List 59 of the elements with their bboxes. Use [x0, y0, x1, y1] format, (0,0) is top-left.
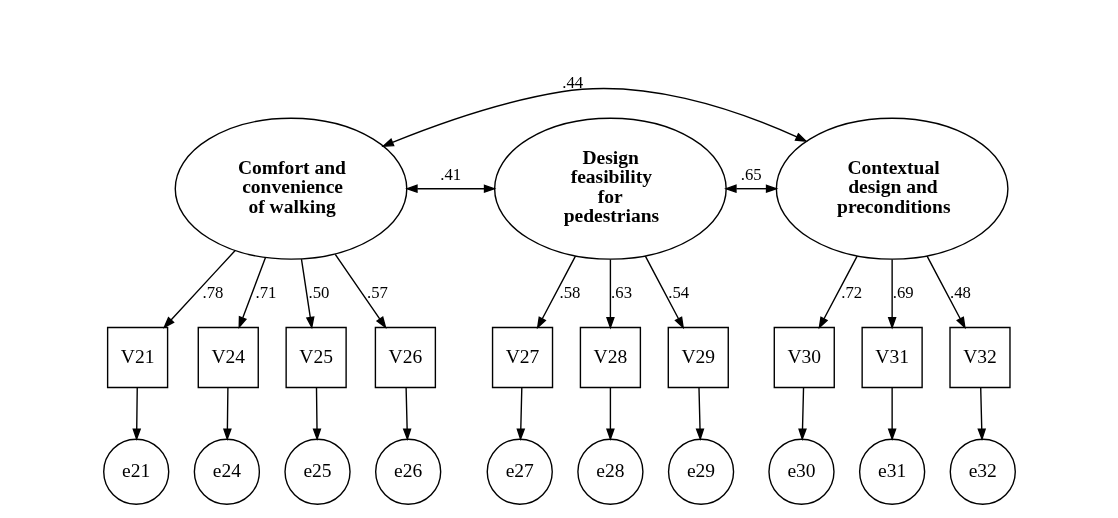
edge-label: .65: [740, 164, 762, 184]
node-circle: e32: [949, 438, 1016, 505]
arrow: [222, 386, 232, 442]
edge-label: .78: [201, 282, 223, 302]
node-circle: e26: [374, 438, 441, 505]
arrow: [976, 386, 986, 442]
node-box: V24: [197, 326, 259, 389]
arrow: [723, 184, 778, 194]
arrow: [797, 386, 807, 442]
arrow: [131, 386, 141, 442]
node-box: V26: [374, 326, 436, 389]
node-ellipse: Comfort and convenience of walking: [174, 117, 407, 260]
edge-label: .63: [610, 282, 632, 302]
node-box: V32: [948, 326, 1011, 389]
arrow: [404, 184, 496, 194]
edge-label: .71: [254, 282, 276, 302]
arrow: [605, 386, 615, 442]
edge-label: .44: [561, 73, 583, 93]
arrow: [237, 256, 266, 330]
arrow: [402, 386, 412, 442]
edge-label: .69: [892, 282, 914, 302]
node-box: V29: [667, 326, 729, 389]
arrow: [695, 386, 704, 442]
arrow: [515, 386, 525, 442]
edge-label: .72: [840, 282, 862, 302]
edge-label: .57: [366, 282, 388, 302]
node-circle: e28: [576, 438, 644, 505]
node-box: V30: [773, 326, 835, 389]
node-circle: e27: [486, 438, 553, 505]
node-box: V31: [860, 326, 923, 389]
edge-label: .41: [439, 164, 461, 184]
arrow: [162, 249, 236, 329]
edge-label: .58: [559, 282, 580, 302]
node-circle: e21: [102, 438, 169, 505]
node-circle: e25: [283, 438, 351, 505]
arrow: [536, 255, 576, 330]
node-ellipse: Design feasibility for pedestrians: [493, 117, 727, 260]
arrow: [312, 386, 321, 442]
node-box: V28: [579, 326, 641, 389]
node-circle: e30: [767, 438, 835, 505]
arrow: [605, 258, 615, 330]
node-circle: e24: [193, 438, 260, 505]
node-box: V27: [491, 326, 553, 389]
node-box: V25: [284, 326, 347, 389]
edge-label: .54: [667, 282, 689, 302]
node-ellipse: Contextual design and preconditions: [775, 117, 1009, 260]
arrow: [380, 87, 808, 147]
arrow: [887, 258, 897, 330]
edge-label: .48: [949, 282, 971, 302]
arrow: [644, 255, 684, 330]
node-circle: e29: [667, 438, 734, 505]
edge-label: .50: [307, 282, 329, 302]
node-circle: e31: [858, 438, 925, 505]
node-box: V21: [106, 326, 168, 389]
arrow: [817, 255, 858, 330]
arrow: [887, 386, 897, 442]
arrow: [334, 253, 387, 329]
arrow: [300, 258, 315, 330]
arrow: [925, 255, 966, 330]
